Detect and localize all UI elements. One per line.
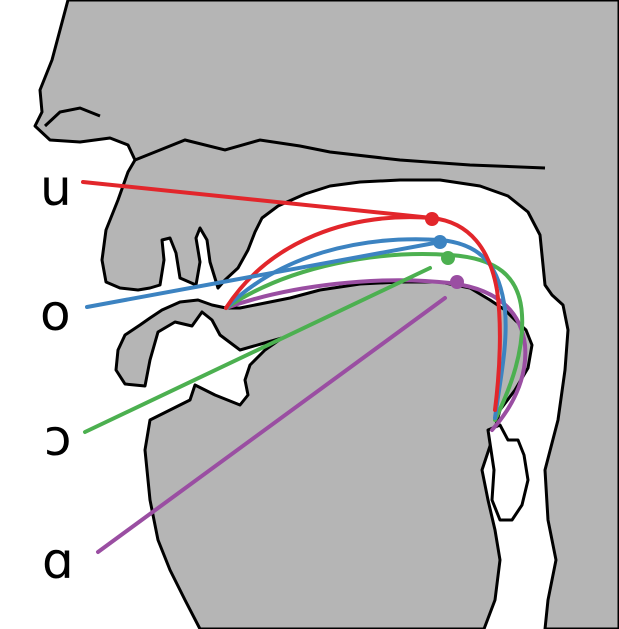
peak-marker-u [425,212,439,226]
peak-marker-a [450,275,464,289]
vowel-label-o: o [40,284,71,342]
tongue-and-jaw [116,282,532,629]
peak-marker-o [433,235,447,249]
vowel-label-open-o: ɔ [44,409,71,467]
epiglottis [488,425,528,520]
vowel-label-u: u [40,159,72,217]
peak-marker-open-o [441,251,455,265]
vowel-label-a: ɑ [42,532,74,590]
